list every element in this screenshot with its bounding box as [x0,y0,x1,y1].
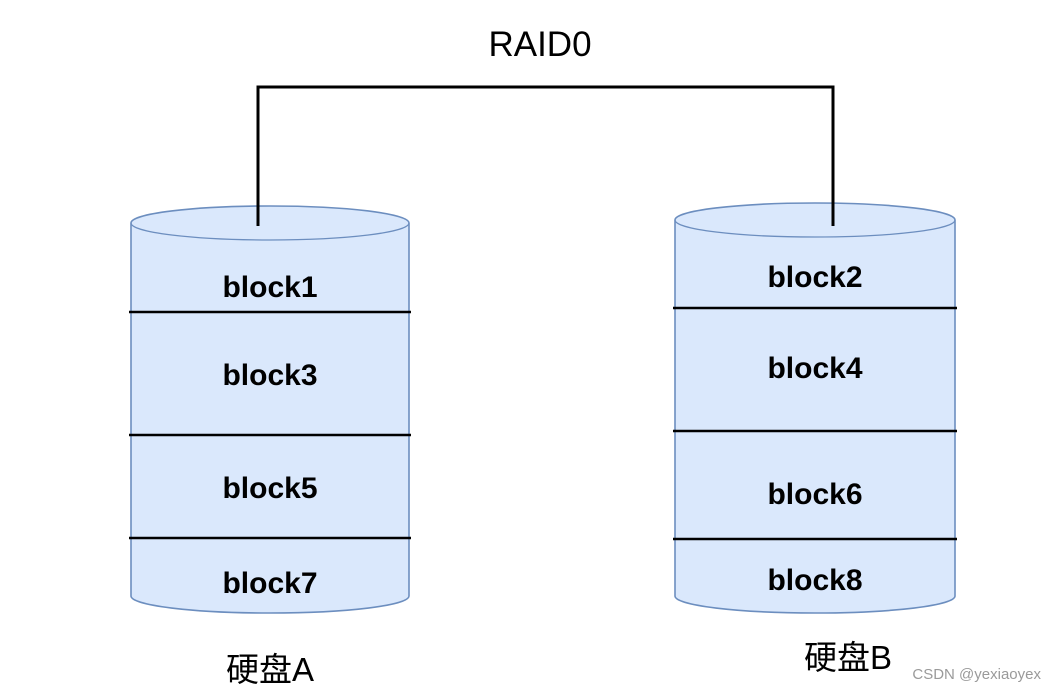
disk-a-cylinder-body [130,205,410,614]
watermark: CSDN @yexiaoyex [912,666,1041,683]
disk-b-cylinder-top-edge [674,219,956,238]
disk-a-block-1-label: block1 [222,271,317,304]
disk-a: block1 block3 block5 block7 硬盘A [129,205,411,688]
disk-a-block-3-label: block5 [222,472,317,505]
disk-a-cylinder-top-edge [130,222,410,241]
disk-a-block-4-label: block7 [222,567,317,600]
raid-connector-line [256,85,835,226]
disk-b-block-3-label: block6 [767,478,862,511]
diagram-title: RAID0 [488,25,591,64]
disk-b-block-4-label: block8 [767,564,862,597]
disk-b-name-label: 硬盘B [804,639,892,676]
disk-b: block2 block4 block6 block8 硬盘B [673,202,957,676]
disk-b-cylinder-body [674,202,956,614]
disk-a-name-label: 硬盘A [226,651,314,688]
disk-b-block-1-label: block2 [767,261,862,294]
disk-a-block-2-label: block3 [222,359,317,392]
disk-b-block-2-label: block4 [767,352,862,385]
